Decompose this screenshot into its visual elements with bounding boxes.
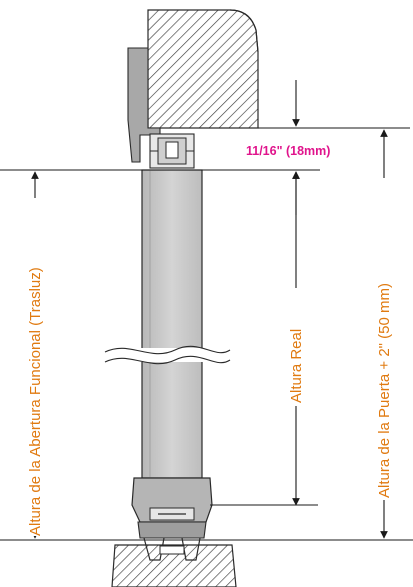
bottom-shoe	[131, 477, 213, 539]
functional-opening-label: Altura de la Abertura Funcional (Trasluz…	[27, 267, 44, 536]
door-height-label: Altura de la Puerta + 2" (50 mm)	[376, 283, 393, 498]
top-gap-label: 11/16" (18mm)	[246, 144, 330, 158]
header-frame-top-edge	[229, 9, 259, 53]
break-lines	[100, 345, 231, 365]
door-panel	[141, 169, 203, 479]
floor-slab	[111, 544, 237, 587]
actual-height-label: Altura Real	[288, 329, 305, 403]
top-roller-assembly	[149, 133, 195, 169]
header-frame	[147, 9, 259, 129]
